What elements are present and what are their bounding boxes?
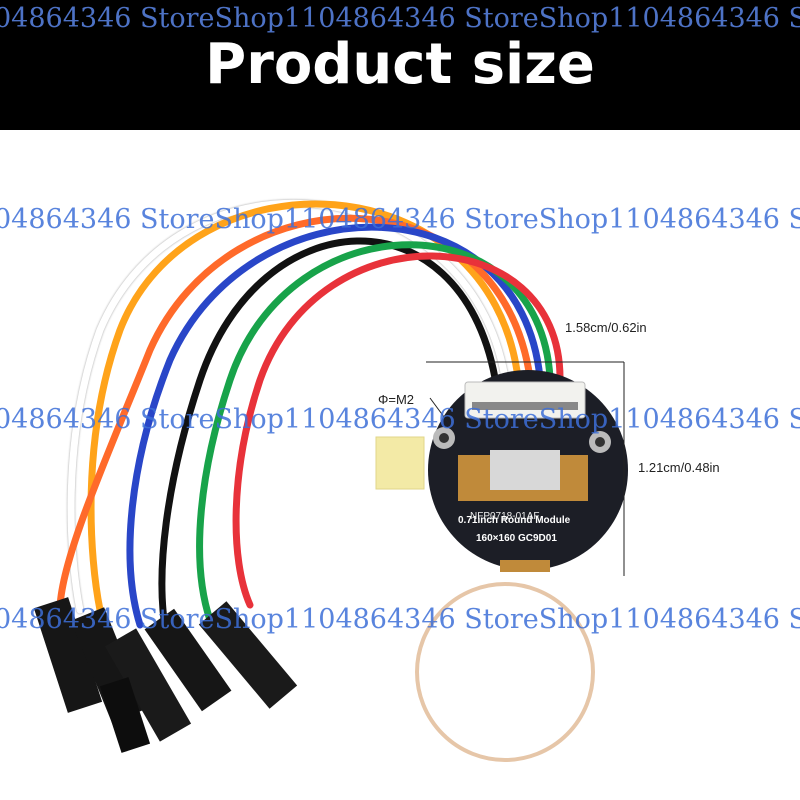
watermark-top: 04864346 StoreShop1104864346 StoreShop11…	[0, 3, 800, 34]
height-dimension-label: 1.21cm/0.48in	[638, 460, 720, 475]
round-display-module	[428, 370, 628, 572]
fpc-label: NFP0718-01AF	[470, 511, 540, 522]
header-banner: 04864346 StoreShop1104864346 StoreShop11…	[0, 0, 800, 130]
product-illustration	[33, 199, 628, 762]
page-title: Product size	[205, 32, 595, 97]
adhesive-ring	[415, 582, 595, 762]
width-dimension-label: 1.58cm/0.62in	[565, 320, 647, 335]
dimension-lines	[426, 361, 625, 576]
product-photo: 1.58cm/0.62in 1.21cm/0.48in Φ=M2 NFP0718…	[0, 130, 800, 800]
module-name-label: 0.71inch Round Module	[458, 515, 571, 526]
screw-size-label: Φ=M2	[378, 392, 415, 407]
adhesive-pad	[375, 436, 425, 490]
module-spec-label: 160×160 GC9D01	[476, 533, 557, 544]
jumper-wires	[56, 199, 564, 654]
dupont-connectors	[33, 597, 298, 753]
